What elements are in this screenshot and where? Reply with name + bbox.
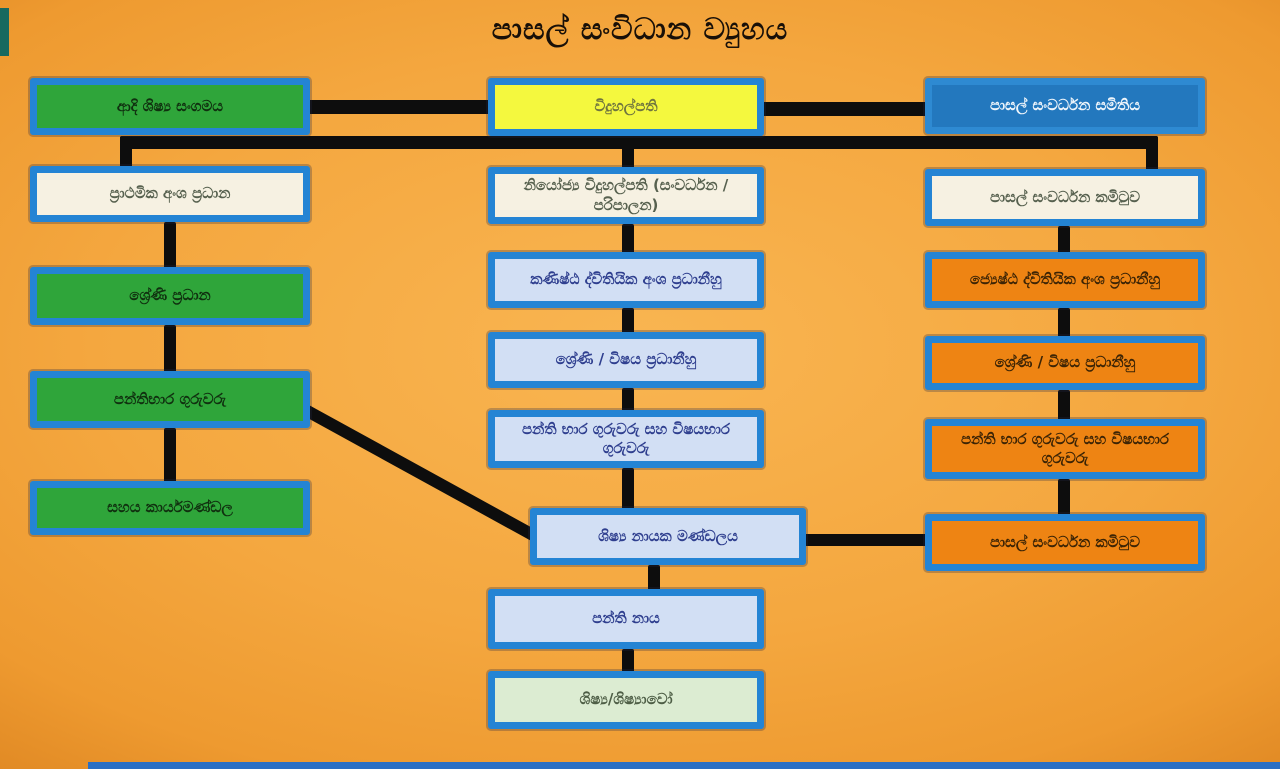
connector-right-2 — [1058, 308, 1070, 338]
box-grade-subject-heads-right: ශ්‍රේණි / විෂය ප්‍රධානීහු — [925, 336, 1205, 390]
connector-mid-1 — [622, 224, 634, 254]
box-class-and-subject-teachers-mid: පන්ති භාර ගුරුවරු සහ විෂයභාර ගුරුවරු — [488, 410, 764, 468]
box-grade-subject-heads-mid: ශ්‍රේණි / විෂය ප්‍රධානීහු — [488, 332, 764, 388]
connector-left-3 — [164, 428, 176, 483]
box-primary-section-head: ප්‍රාථමික අංශ ප්‍රධාන — [30, 166, 310, 222]
box-class-teachers: පන්තිභාර ගුරුවරු — [30, 371, 310, 428]
box-deputy-principal: නියෝජ්‍ය විදුහල්පති (සංවර්ධන / පරිපාලන) — [488, 167, 764, 224]
box-label: සහය කාර්යමණ්ඩල — [107, 498, 233, 517]
connector-right-3 — [1058, 390, 1070, 421]
box-label: විදුහල්පති — [594, 97, 658, 116]
screen-edge-artifact — [0, 8, 9, 56]
box-students: ශිෂ්‍ය/ශිෂ්‍යාවෝ — [488, 671, 764, 729]
box-school-development-committee-bottom: පාසල් සංවර්ධන කමිටුව — [925, 514, 1205, 571]
box-alumni-association: ආදි ශිෂ්‍ය සංගමය — [30, 78, 310, 135]
box-label: ශ්‍රේණි ප්‍රධාන — [129, 286, 211, 305]
connector-alumni-principal — [300, 100, 492, 114]
connector-bar-drop-right — [1146, 136, 1158, 172]
box-class-and-subject-teachers-right: පන්ති භාර ගුරුවරු සහ විෂයභාර ගුරුවරු — [925, 419, 1205, 479]
box-label: පන්තිභාර ගුරුවරු — [113, 389, 227, 408]
connector-left-1 — [164, 222, 176, 269]
box-label: පන්ති නාය — [592, 609, 660, 628]
connector-right-1 — [1058, 226, 1070, 254]
connector-principal-society — [760, 102, 930, 116]
box-label: නියෝජ්‍ය විදුහල්පති (සංවර්ධන / පරිපාලන) — [523, 176, 729, 214]
box-label: ප්‍රාථමික අංශ ප්‍රධාන — [109, 184, 231, 203]
box-school-development-committee-top: පාසල් සංවර්ධන කමිටුව — [925, 169, 1205, 226]
box-label: ආදි ශිෂ්‍ය සංගමය — [116, 96, 224, 115]
box-school-development-society: පාසල් සංවර්ධන සමිතිය — [925, 78, 1205, 134]
box-label: පන්ති භාර ගුරුවරු සහ විෂයභාර ගුරුවරු — [522, 419, 730, 458]
box-student-leader-board: ශිෂ්‍ය නායක මණ්ඩලය — [530, 508, 806, 565]
connector-mid-6 — [622, 649, 634, 673]
connector-leaderboard-committee — [800, 534, 932, 546]
box-label: ශිෂ්‍ය නායක මණ්ඩලය — [598, 526, 738, 545]
box-label: ජ්‍යෙෂ්ඨ ද්විතියික අංශ ප්‍රධානීහු — [969, 270, 1161, 289]
box-junior-secondary-section-heads: කණිෂ්ඨ ද්විතියික අංශ ප්‍රධානීහු — [488, 252, 764, 308]
connector-bar-drop-left — [120, 136, 132, 170]
connector-mid-4 — [622, 468, 634, 510]
box-senior-secondary-section-heads: ජ්‍යෙෂ්ඨ ද්විතියික අංශ ප්‍රධානීහු — [925, 252, 1205, 308]
connector-principal-bar — [120, 136, 1158, 149]
box-label: පන්ති භාර ගුරුවරු සහ විෂයභාර ගුරුවරු — [961, 429, 1169, 468]
box-support-staff: සහය කාර්යමණ්ඩල — [30, 481, 310, 535]
box-label: කණිෂ්ඨ ද්විතියික අංශ ප්‍රධානීහු — [530, 270, 722, 289]
box-class-leaders: පන්ති නාය — [488, 589, 764, 649]
page-title: පාසල් සංවිධාන ව්‍යුහය — [491, 12, 789, 47]
box-principal: විදුහල්පති — [488, 78, 764, 136]
connector-mid-3 — [622, 388, 634, 412]
connector-right-4 — [1058, 479, 1070, 516]
taskbar-edge-strip — [88, 762, 1280, 769]
box-label: ශිෂ්‍ය/ශිෂ්‍යාවෝ — [579, 690, 673, 709]
connector-bar-drop-middle — [622, 136, 634, 169]
box-label: පාසල් සංවර්ධන කමිටුව — [989, 187, 1141, 206]
connector-left-2 — [164, 325, 176, 373]
box-label: ශ්‍රේණි / විෂය ප්‍රධානීහු — [994, 353, 1136, 372]
box-label: ශ්‍රේණි / විෂය ප්‍රධානීහු — [555, 350, 697, 369]
connector-mid-5 — [648, 565, 660, 591]
box-label: පාසල් සංවර්ධන කමිටුව — [989, 532, 1141, 551]
connector-mid-2 — [622, 308, 634, 334]
box-label: පාසල් සංවර්ධන සමිතිය — [989, 96, 1141, 115]
box-grade-head: ශ්‍රේණි ප්‍රධාන — [30, 267, 310, 325]
